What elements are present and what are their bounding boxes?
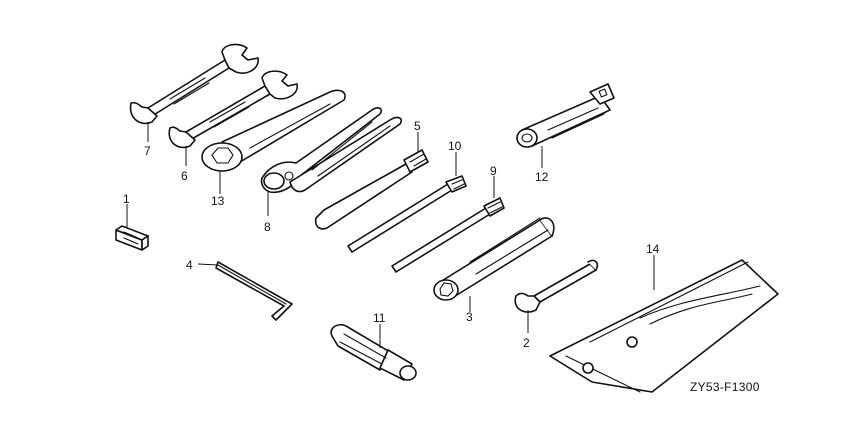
tube-box-spanner: [433, 217, 555, 301]
diagram-code: ZY53-F1300: [690, 380, 760, 394]
open-wrench-large: [129, 43, 259, 125]
callout-9: 9: [490, 164, 497, 178]
hex-key: [215, 261, 293, 321]
callout-1: 1: [123, 192, 130, 206]
fuse-clip: [115, 225, 149, 251]
socket-wrench: [516, 83, 615, 148]
callout-10: 10: [448, 139, 462, 153]
open-wrench-small: [168, 70, 298, 149]
box-wrench: [201, 89, 346, 172]
callout-4: 4: [186, 258, 193, 272]
screwdriver-handle: [330, 323, 417, 381]
pliers: [260, 107, 403, 194]
phillips-screwdriver-bit: [391, 197, 505, 273]
callout-14: 14: [646, 242, 660, 256]
callout-2: 2: [523, 336, 530, 350]
callout-5: 5: [414, 119, 421, 133]
callout-13: 13: [211, 194, 225, 208]
screwdriver-shaft: [347, 175, 467, 253]
callout-7: 7: [144, 144, 151, 158]
tool-bag: [549, 259, 779, 393]
callout-11: 11: [373, 311, 386, 325]
small-open-wrench: [514, 259, 599, 313]
flat-screwdriver-bit: [314, 149, 429, 230]
callout-3: 3: [466, 310, 473, 324]
callout-12: 12: [535, 170, 549, 184]
callout-6: 6: [181, 169, 188, 183]
callout-8: 8: [264, 220, 271, 234]
